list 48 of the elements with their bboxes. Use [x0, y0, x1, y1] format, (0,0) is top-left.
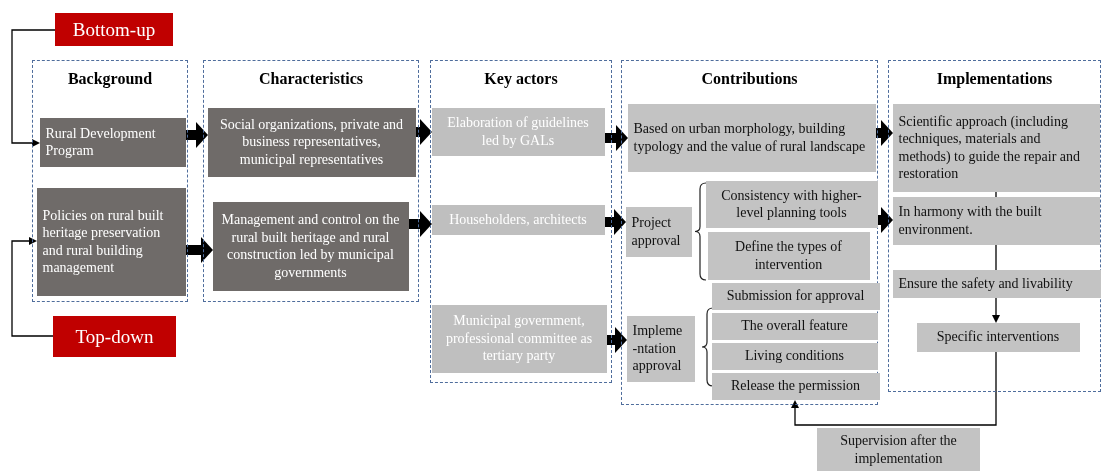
process-box: Living conditions	[711, 342, 878, 370]
tag-label: Top-down	[53, 316, 176, 357]
arrow	[607, 327, 627, 353]
group-heading: Implementations	[935, 69, 1054, 89]
dashed-group-frame	[32, 60, 188, 302]
dashed-group-frame	[203, 60, 419, 302]
process-box: In harmony with the built environment.	[892, 196, 1100, 245]
process-box: Define the types of intervention	[707, 231, 870, 280]
process-box: Policies on rural built heritage preservation and rural building management	[36, 187, 186, 296]
process-box: The overall feature	[711, 312, 878, 340]
process-box: Scientific approach (including techniques, materials and methods) to guide the repair and restoration	[892, 103, 1100, 192]
arrow	[878, 207, 893, 233]
dashed-group-frame	[621, 60, 878, 405]
process-box: Consistency with higher-level planning tools	[705, 180, 878, 228]
arrow	[11, 29, 56, 147]
process-box: Supervision after the implementation	[817, 428, 980, 471]
process-box: Social organizations, private and business representatives, municipal representatives	[207, 107, 416, 177]
process-box: Impleme -ntation approval	[626, 315, 695, 382]
process-box: Municipal government, professional committee as tertiary party	[431, 304, 607, 373]
arrow	[186, 237, 213, 263]
arrow	[605, 209, 626, 235]
arrow	[876, 120, 893, 146]
arrow	[791, 351, 997, 426]
process-box: Specific interventions	[916, 322, 1080, 352]
arrow	[416, 119, 432, 145]
arrow	[11, 237, 54, 337]
tag-label: Bottom-up	[55, 13, 173, 46]
process-box: Release the permission	[711, 372, 880, 400]
group-heading: Background	[66, 69, 154, 89]
group-heading: Characteristics	[258, 69, 364, 89]
process-box: Householders, architects	[431, 204, 605, 235]
arrow	[409, 211, 432, 237]
dashed-group-frame	[430, 60, 612, 383]
connector-line	[995, 191, 997, 198]
group-heading: Key actors	[483, 69, 559, 89]
arrow	[605, 125, 628, 151]
arrow	[186, 122, 208, 148]
process-box: Ensure the safety and livability	[892, 269, 1101, 298]
group-heading: Contributions	[700, 69, 799, 89]
dashed-group-frame	[888, 60, 1101, 392]
connector-line	[995, 244, 997, 271]
process-box: Project approval	[625, 206, 692, 257]
process-box: Submission for approval	[711, 282, 880, 310]
process-box: Based on urban morphology, building typology and the value of rural landscape	[627, 103, 876, 172]
arrow	[992, 297, 1000, 323]
process-box: Elaboration of guidelines led by GALs	[431, 107, 605, 156]
process-box: Management and control on the rural built heritage and rural construction led by municipal governments	[212, 201, 409, 291]
process-box: Rural Development Program	[39, 117, 186, 167]
